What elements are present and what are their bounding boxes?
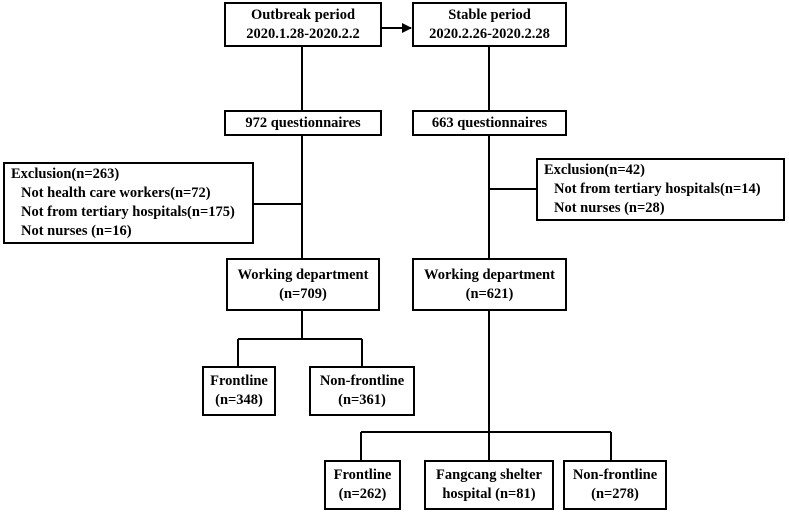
stable-department-label: Working department — [424, 266, 555, 283]
outbreak-frontline-count: (n=348) — [215, 392, 263, 408]
stable-exclusion-box: Exclusion(n=42) Not from tertiary hospit… — [536, 158, 785, 221]
outbreak-frontline-label: Frontline — [210, 373, 268, 389]
outbreak-period-box: Outbreak period 2020.1.28-2020.2.2 — [224, 2, 382, 47]
stable-frontline-label: Frontline — [333, 467, 392, 483]
stable-fangcang-count: hospital (n=81) — [442, 486, 536, 502]
stable-period-dates: 2020.2.26-2020.2.28 — [429, 25, 550, 42]
stable-fangcang-label: Fangcang shelter — [436, 467, 542, 483]
stable-fangcang-box: Fangcang shelter hospital (n=81) — [424, 460, 554, 510]
stable-questionnaires-box: 663 questionnaires — [412, 110, 567, 136]
stable-questionnaires-count: 663 questionnaires — [431, 114, 548, 131]
stable-department-box: Working department (n=621) — [412, 258, 567, 311]
stable-exclusion-item: Not from tertiary hospitals(n=14) — [554, 181, 761, 197]
stable-frontline-box: Frontline (n=262) — [324, 460, 401, 510]
outbreak-exclusion-box: Exclusion(n=263) Not health care workers… — [3, 162, 254, 244]
outbreak-nonfrontline-box: Non-frontline (n=361) — [309, 366, 415, 416]
stable-department-count: (n=621) — [465, 285, 514, 302]
outbreak-frontline-box: Frontline (n=348) — [202, 366, 276, 416]
outbreak-department-count: (n=709) — [279, 285, 327, 302]
stable-period-box: Stable period 2020.2.26-2020.2.28 — [412, 2, 567, 47]
stable-frontline-count: (n=262) — [338, 486, 387, 502]
outbreak-exclusion-item: Not health care workers(n=72) — [21, 185, 211, 201]
outbreak-period-dates: 2020.1.28-2020.2.2 — [246, 25, 360, 42]
outbreak-exclusion-item: Not from tertiary hospitals(n=175) — [21, 204, 235, 220]
stable-nonfrontline-count: (n=278) — [591, 486, 639, 502]
stable-exclusion-item: Not nurses (n=28) — [554, 200, 665, 216]
stable-nonfrontline-box: Non-frontline (n=278) — [563, 460, 667, 510]
outbreak-nonfrontline-count: (n=361) — [338, 392, 386, 408]
stable-exclusion-title: Exclusion(n=42) — [544, 162, 645, 178]
outbreak-questionnaires-box: 972 questionnaires — [224, 110, 382, 136]
stable-nonfrontline-label: Non-frontline — [572, 467, 658, 483]
outbreak-questionnaires-count: 972 questionnaires — [245, 114, 361, 131]
outbreak-department-box: Working department (n=709) — [226, 258, 380, 311]
outbreak-exclusion-title: Exclusion(n=263) — [11, 166, 120, 182]
outbreak-nonfrontline-label: Non-frontline — [319, 373, 405, 389]
outbreak-department-label: Working department — [237, 266, 369, 283]
outbreak-exclusion-item: Not nurses (n=16) — [21, 223, 132, 239]
stable-period-label: Stable period — [448, 6, 531, 23]
outbreak-period-label: Outbreak period — [250, 6, 356, 23]
